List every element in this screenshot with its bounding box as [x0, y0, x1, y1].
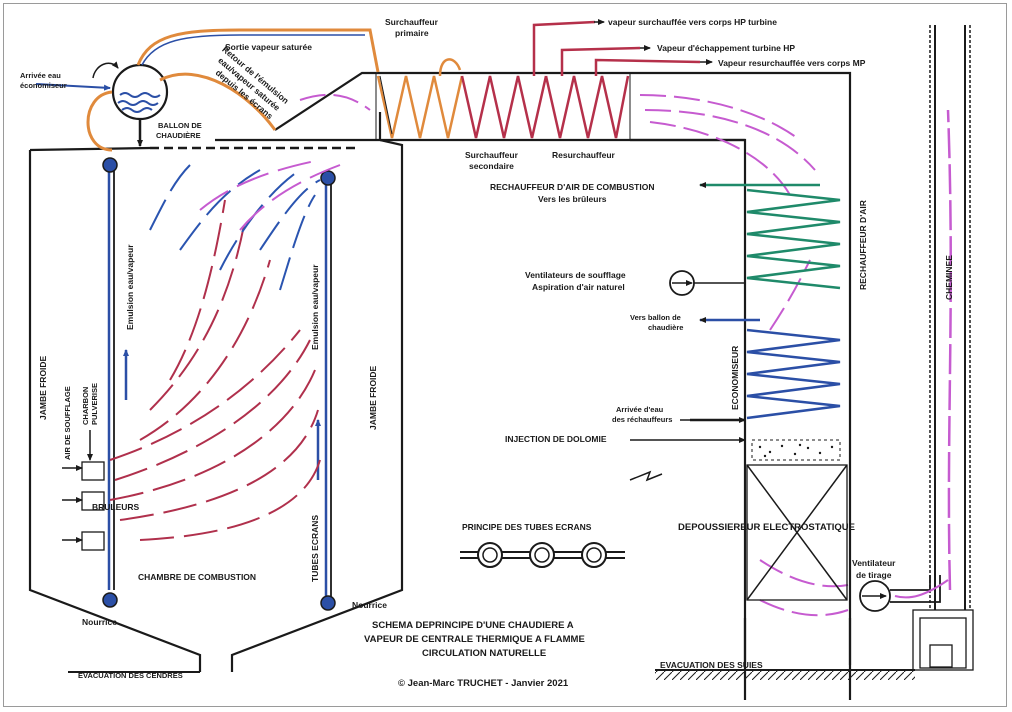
label-bruleurs: BRULEURS — [92, 502, 140, 512]
label-pulverise: PULVERISE — [90, 383, 99, 425]
label-nourrice-gauche: Nourrice — [82, 617, 117, 627]
label-principe-tubes-ecrans: PRINCIPE DES TUBES ECRANS — [462, 522, 592, 532]
economiser-coil — [680, 317, 841, 423]
label-ventilateurs-soufflage: Ventilateurs de soufflage — [525, 270, 626, 280]
label-ballon-2: CHAUDIÈRE — [156, 131, 201, 140]
label-arrivee-eau-rechauffeurs-2: des réchauffeurs — [612, 415, 672, 424]
lightning-icon — [629, 470, 663, 482]
copyright: © Jean-Marc TRUCHET - Janvier 2021 — [398, 678, 569, 689]
label-tubes-ecrans: TUBES ECRANS — [310, 515, 320, 582]
superheater-coils — [375, 19, 713, 140]
boiler-drum — [111, 63, 169, 147]
label-sortie-vapeur: Sortie vapeur saturée — [225, 42, 312, 52]
drum-piping — [35, 28, 380, 152]
label-evacuation-suies: EVACUATION DES SUIES — [660, 660, 763, 670]
label-jambe-froide-gauche: JAMBE FROIDE — [38, 355, 48, 420]
diagram-title-line2: VAPEUR DE CENTRALE THERMIQUE A FLAMME — [364, 634, 585, 645]
label-vapeur-echappement: Vapeur d'échappement turbine HP — [657, 43, 795, 53]
label-vapeur-hp: vapeur surchauffée vers corps HP turbine — [608, 17, 777, 27]
label-surchauffeur-primaire-2: primaire — [395, 28, 429, 38]
electrostatic-precipitator — [629, 464, 848, 601]
forced-draft-fan — [669, 270, 745, 296]
diagram-title-line3: CIRCULATION NATURELLE — [422, 648, 546, 659]
label-nourrice-droite: Nourrice — [352, 600, 387, 610]
label-injection-dolomie: INJECTION DE DOLOMIE — [505, 434, 607, 444]
label-air-soufflage: AIR DE SOUFFLAGE — [63, 386, 72, 460]
top-duct — [274, 71, 852, 700]
label-vapeur-mp: Vapeur resurchauffée vers corps MP — [718, 58, 866, 68]
label-ballon: BALLON DE — [158, 121, 202, 130]
boiler-structure — [28, 71, 915, 700]
label-vers-ballon: Vers ballon de — [630, 313, 681, 322]
chimney — [912, 25, 974, 671]
label-rechauffeur-air: RECHAUFFEUR D'AIR — [858, 200, 868, 290]
label-arrivee-eau-economiseur: Arrivée eau — [20, 71, 61, 80]
label-aspiration-air: Aspiration d'air naturel — [532, 282, 625, 292]
diagram-title-line1: SCHEMA DEPRINCIPE D'UNE CHAUDIERE A — [372, 620, 574, 631]
label-depoussiereur: DEPOUSSIEREUR ELECTROSTATIQUE — [678, 522, 855, 533]
induced-draft-fan — [859, 575, 949, 612]
flue-gas — [299, 93, 849, 617]
label-ventilateur-tirage-2: de tirage — [856, 570, 892, 580]
nourrice-left-node — [102, 592, 118, 608]
label-arrivee-eau-rechauffeurs: Arrivée d'eau — [616, 405, 664, 414]
label-ventilateur-tirage: Ventilateur — [852, 558, 896, 568]
label-resurchauffeur: Resurchauffeur — [552, 150, 616, 160]
riser-tubes — [102, 157, 336, 611]
nourrice-right-node — [320, 595, 336, 611]
air-heater-coil — [699, 182, 841, 290]
label-evacuation-cendres: EVACUATION DES CENDRES — [78, 671, 183, 680]
label-surchauffeur-secondaire: Surchauffeur — [465, 150, 519, 160]
label-surchauffeur-primaire: Surchauffeur — [385, 17, 439, 27]
label-charbon: CHARBON — [81, 387, 90, 425]
label-cheminee: CHEMINEE — [944, 255, 954, 300]
label-jambe-froide-droite: JAMBE FROIDE — [368, 365, 378, 430]
label-vers-bruleurs: Vers les brûleurs — [538, 194, 607, 204]
header-node — [102, 157, 118, 173]
label-economiseur: ECONOMISEUR — [730, 346, 740, 410]
chimney-base — [912, 609, 974, 671]
flames — [109, 159, 341, 541]
label-emulsion-gauche: Emulsion eau/vapeur — [125, 244, 135, 330]
label-arrivee-eau-economiseur-2: économiseur — [20, 81, 67, 90]
burner-box — [81, 461, 105, 481]
screen-tubes-principle — [460, 542, 625, 568]
dolomite-injection — [630, 437, 841, 461]
furnace-wall — [28, 138, 404, 672]
label-emulsion-droite: Emulsion eau/vapeur — [310, 264, 320, 350]
label-vers-ballon-2: chaudière — [648, 323, 683, 332]
label-surchauffeur-secondaire-2: secondaire — [469, 161, 514, 171]
burners — [62, 430, 105, 551]
diagram-frame — [3, 3, 1007, 707]
labels: Arrivée eau économiseur BALLON DE CHAUDI… — [20, 17, 954, 689]
label-chambre-combustion: CHAMBRE DE COMBUSTION — [138, 572, 256, 582]
burner-box — [81, 531, 105, 551]
header-node — [320, 170, 336, 186]
label-rechauffeur-air-combustion: RECHAUFFEUR D'AIR DE COMBUSTION — [490, 182, 654, 192]
